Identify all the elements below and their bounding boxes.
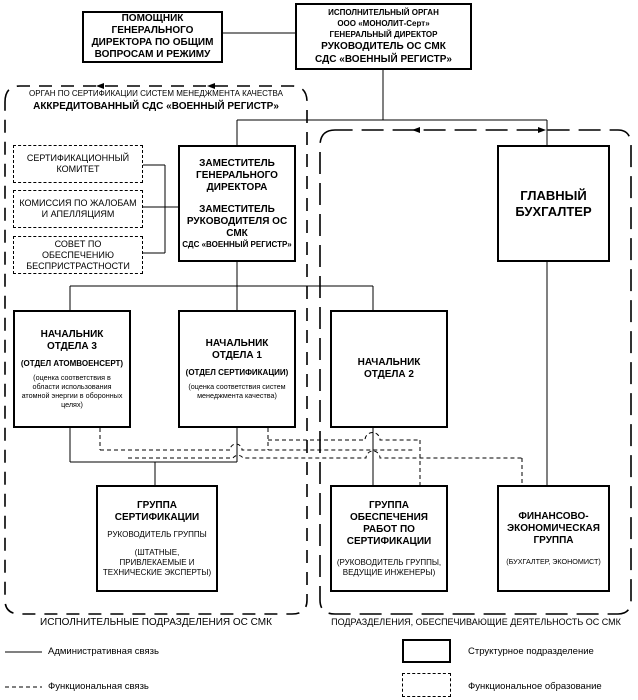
assistant-director-box: ПОМОЩНИК ГЕНЕРАЛЬНОГО ДИРЕКТОРА ПО ОБЩИМ… <box>82 11 223 63</box>
legend-functional-label: Функциональное образование <box>468 681 602 692</box>
certification-group-box: ГРУППА СЕРТИФИКАЦИИ РУКОВОДИТЕЛЬ ГРУППЫ … <box>96 485 218 592</box>
left-region-subtitle: АККРЕДИТОВАННЫЙ СДС «ВОЕННЫЙ РЕГИСТР» <box>0 101 312 112</box>
impartiality-council-box: СОВЕТ ПО ОБЕСПЕЧЕНИЮ БЕСПРИСТРАСТНОСТИ <box>13 236 143 274</box>
left-region-outline <box>4 85 308 615</box>
finance-group-staff: (БУХГАЛТЕР, ЭКОНОМИСТ) <box>506 557 601 566</box>
executive-line1: ИСПОЛНИТЕЛЬНЫЙ ОРГАН <box>328 8 439 17</box>
finance-group-box: ФИНАНСОВО-ЭКОНОМИЧЕСКАЯ ГРУППА (БУХГАЛТЕ… <box>497 485 610 592</box>
legend-func-text: Функциональная связь <box>48 681 149 692</box>
left-region-title: ОРГАН ПО СЕРТИФИКАЦИИ СИСТЕМ МЕНЕДЖМЕНТА… <box>0 89 312 98</box>
support-group-title: ГРУППА ОБЕСПЕЧЕНИЯ РАБОТ ПО СЕРТИФИКАЦИИ <box>346 499 432 547</box>
impartiality-council-label: СОВЕТ ПО ОБЕСПЕЧЕНИЮ БЕСПРИСТРАСТНОСТИ <box>26 238 130 271</box>
right-region-outline <box>319 129 632 615</box>
legend-admin-text: Административная связь <box>48 646 159 657</box>
dept2-box: НАЧАЛЬНИК ОТДЕЛА 2 <box>330 310 448 428</box>
chief-accountant-box: ГЛАВНЫЙ БУХГАЛТЕР <box>497 145 610 262</box>
left-region-footer: ИСПОЛНИТЕЛЬНЫЕ ПОДРАЗДЕЛЕНИЯ ОС СМК <box>0 617 312 628</box>
executive-line2: ООО «МОНОЛИТ-Серт» <box>337 19 430 28</box>
legend-structural-label: Структурное подразделение <box>468 646 594 657</box>
legend-structural-swatch <box>402 639 451 663</box>
arrow-head <box>207 83 215 89</box>
support-group-staff: (РУКОВОДИТЕЛЬ ГРУППЫ, ВЕДУЩИЕ ИНЖЕНЕРЫ) <box>336 557 442 577</box>
chief-accountant-label: ГЛАВНЫЙ БУХГАЛТЕР <box>515 187 592 219</box>
assistant-director-label: ПОМОЩНИК ГЕНЕРАЛЬНОГО ДИРЕКТОРА ПО ОБЩИМ… <box>91 13 214 60</box>
dept1-name: (ОТДЕЛ СЕРТИФИКАЦИИ) <box>185 368 289 377</box>
dept3-title: НАЧАЛЬНИК ОТДЕЛА 3 <box>40 329 104 352</box>
executive-line3: ГЕНЕРАЛЬНЫЙ ДИРЕКТОР <box>329 30 438 39</box>
executive-line5: СДС «ВОЕННЫЙ РЕГИСТР» <box>315 54 452 65</box>
deputy-director-box: ЗАМЕСТИТЕЛЬ ГЕНЕРАЛЬНОГО ДИРЕКТОРА ЗАМЕС… <box>178 145 296 262</box>
certification-committee-box: СЕРТИФИКАЦИОННЫЙ КОМИТЕТ <box>13 145 143 183</box>
arrow-head <box>412 127 420 133</box>
dept1-desc: (оценка соответствия систем менеджмента … <box>188 382 286 400</box>
legend-structural-text: Структурное подразделение <box>468 646 594 657</box>
dept3-name: (ОТДЕЛ АТОМВОЕНСЕРТ) <box>20 359 124 368</box>
left-region-title-line2: АККРЕДИТОВАННЫЙ СДС «ВОЕННЫЙ РЕГИСТР» <box>33 101 279 112</box>
dept1-title: НАЧАЛЬНИК ОТДЕЛА 1 <box>205 338 269 361</box>
cert-group-lead: РУКОВОДИТЕЛЬ ГРУППЫ <box>107 529 207 539</box>
certification-committee-label: СЕРТИФИКАЦИОННЫЙ КОМИТЕТ <box>26 153 130 174</box>
left-region-title-line1: ОРГАН ПО СЕРТИФИКАЦИИ СИСТЕМ МЕНЕДЖМЕНТА… <box>29 89 283 98</box>
arrow-head <box>538 127 546 133</box>
dept3-desc: (оценка соответствия в области использов… <box>21 373 123 409</box>
right-region-footer: ПОДРАЗДЕЛЕНИЯ, ОБЕСПЕЧИВАЮЩИЕ ДЕЯТЕЛЬНОС… <box>318 617 634 627</box>
legend-admin-label: Административная связь <box>48 646 159 657</box>
legend-functional-text: Функциональное образование <box>468 681 602 692</box>
legend-functional-swatch <box>402 673 451 697</box>
dept1-box: НАЧАЛЬНИК ОТДЕЛА 1 (ОТДЕЛ СЕРТИФИКАЦИИ) … <box>178 310 296 428</box>
executive-line4: РУКОВОДИТЕЛЬ ОС СМК <box>321 41 446 52</box>
left-region-footer-label: ИСПОЛНИТЕЛЬНЫЕ ПОДРАЗДЕЛЕНИЯ ОС СМК <box>40 617 272 628</box>
deputy-title: ЗАМЕСТИТЕЛЬ ГЕНЕРАЛЬНОГО ДИРЕКТОРА <box>196 157 278 193</box>
legend-func-label: Функциональная связь <box>48 681 149 692</box>
executive-body-box: ИСПОЛНИТЕЛЬНЫЙ ОРГАН ООО «МОНОЛИТ-Серт» … <box>295 3 472 70</box>
dept2-title: НАЧАЛЬНИК ОТДЕЛА 2 <box>357 357 421 380</box>
appeals-commission-box: КОМИССИЯ ПО ЖАЛОБАМ И АПЕЛЛЯЦИЯМ <box>13 190 143 228</box>
cert-group-title: ГРУППА СЕРТИФИКАЦИИ <box>114 499 200 523</box>
deputy-org: СДС «ВОЕННЫЙ РЕГИСТР» <box>182 239 292 249</box>
cert-group-staff: (ШТАТНЫЕ, ПРИВЛЕКАЕМЫЕ И ТЕХНИЧЕСКИЕ ЭКС… <box>102 547 212 577</box>
arrow-head <box>96 83 104 89</box>
appeals-commission-label: КОМИССИЯ ПО ЖАЛОБАМ И АПЕЛЛЯЦИЯМ <box>19 198 137 219</box>
finance-group-title: ФИНАНСОВО-ЭКОНОМИЧЕСКАЯ ГРУППА <box>507 511 600 546</box>
support-group-box: ГРУППА ОБЕСПЕЧЕНИЯ РАБОТ ПО СЕРТИФИКАЦИИ… <box>330 485 448 592</box>
dept3-box: НАЧАЛЬНИК ОТДЕЛА 3 (ОТДЕЛ АТОМВОЕНСЕРТ) … <box>13 310 131 428</box>
deputy-subtitle: ЗАМЕСТИТЕЛЬ РУКОВОДИТЕЛЯ ОС СМК <box>186 203 288 239</box>
right-region-footer-label: ПОДРАЗДЕЛЕНИЯ, ОБЕСПЕЧИВАЮЩИЕ ДЕЯТЕЛЬНОС… <box>331 617 621 627</box>
